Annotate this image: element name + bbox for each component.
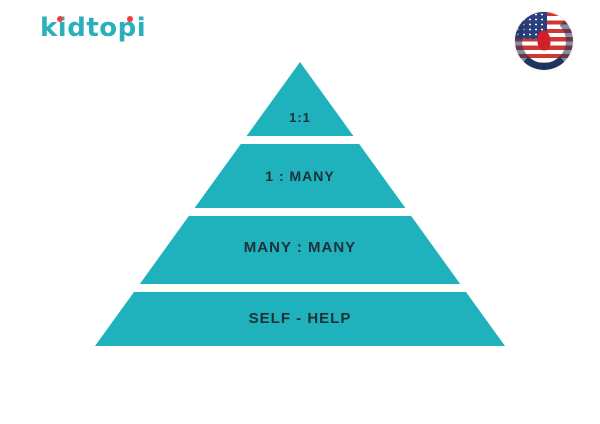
badge-ring [515,12,573,70]
pyramid-level-1-shape [246,62,354,136]
pyramid-level-3-label: MANY : MANY [244,239,356,256]
logo-i-dot-icon [57,16,63,22]
pyramid-diagram: 1:1 1 : MANY MANY : MANY SELF - HELP [95,62,505,346]
pyramid-level-3-shape [139,216,461,284]
pyramid-level-4-label: SELF - HELP [249,310,352,327]
brand-logo: kidtopi [40,13,146,45]
pyramid-level-4-shape [95,292,505,346]
pyramid-level-2-label: 1 : MANY [265,168,334,184]
logo-i-dot-icon [127,16,133,22]
us-flag-badge-icon [515,12,573,70]
pyramid-level-2-shape [194,144,406,208]
pyramid-level-1-label: 1:1 [289,110,311,125]
